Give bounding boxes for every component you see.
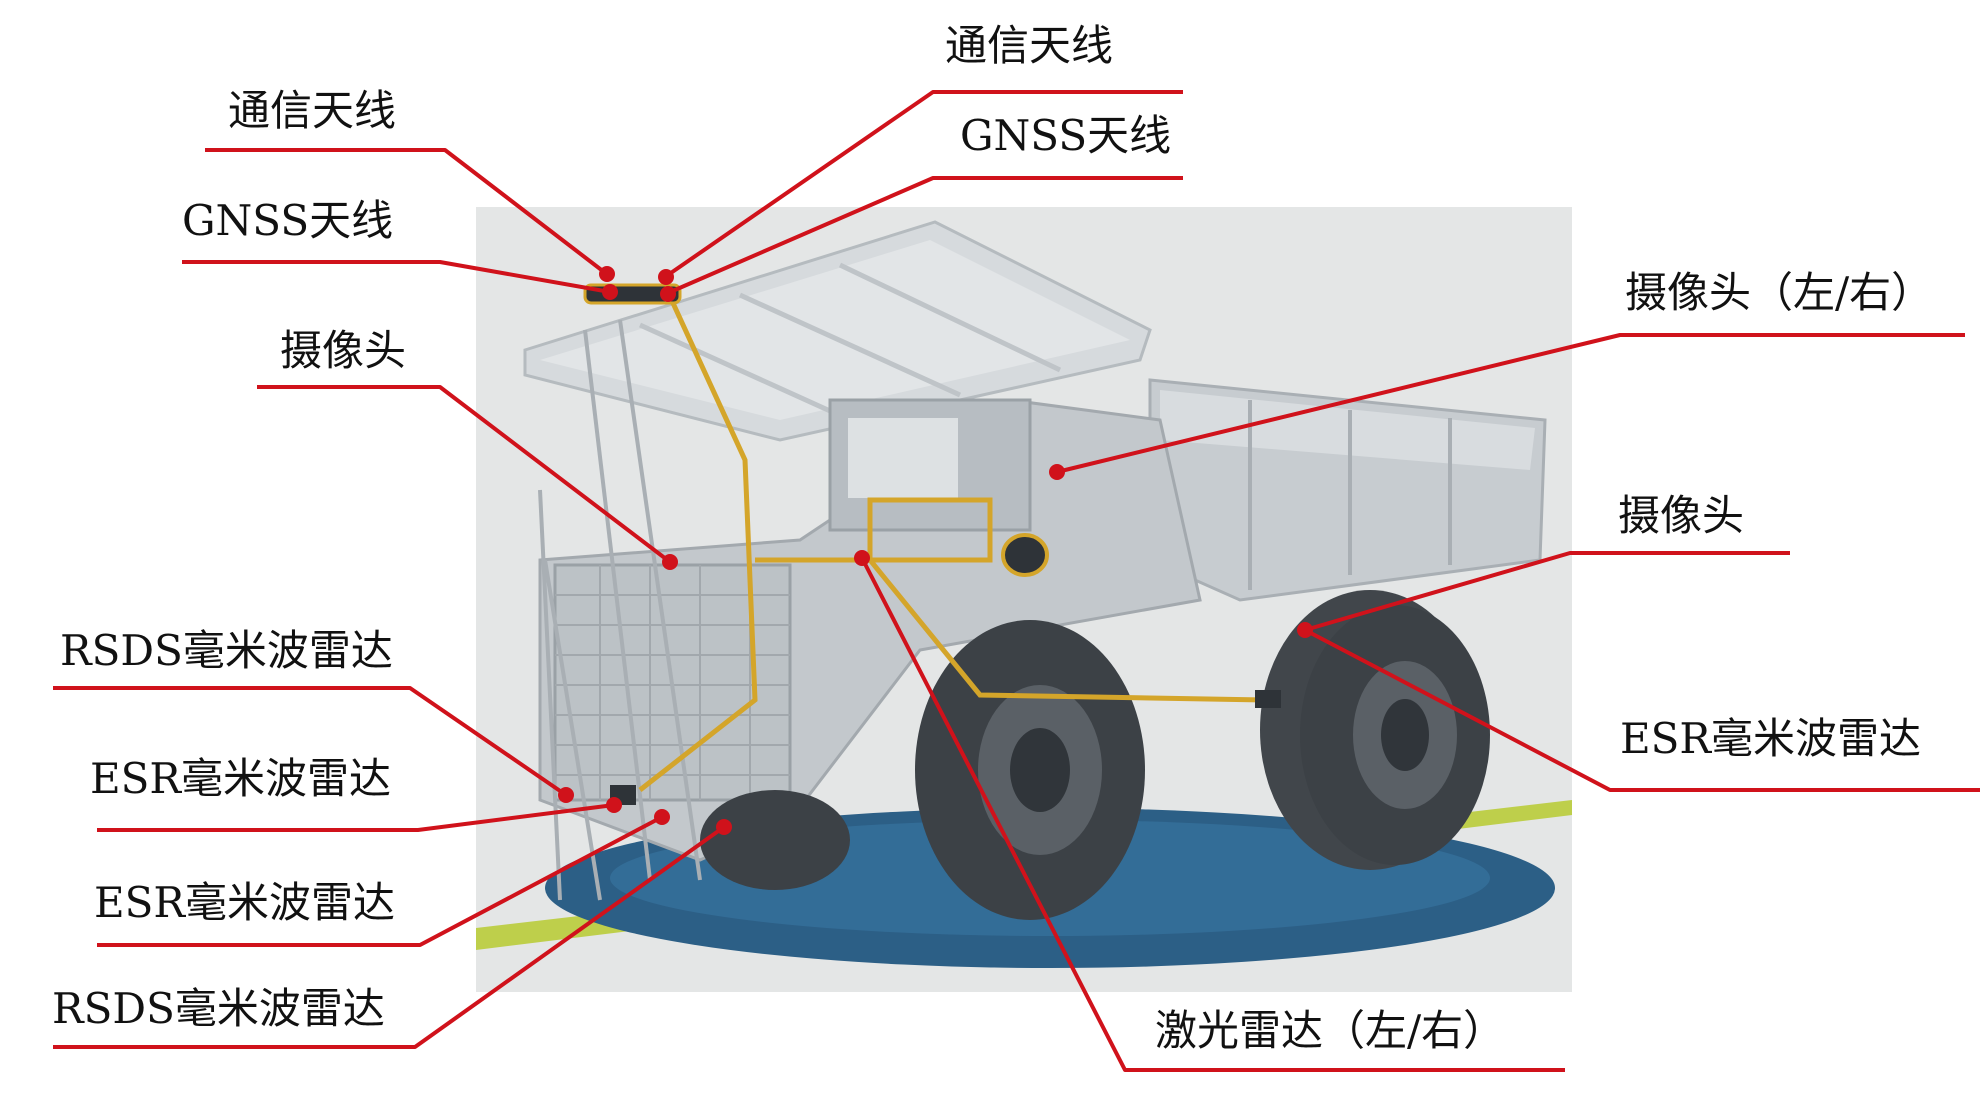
dot-gnss-antenna-left [602, 284, 618, 300]
label-rsds-radar-left-bottom: RSDS毫米波雷达 [52, 984, 385, 1033]
label-esr-radar-left-bottom: ESR毫米波雷达 [94, 878, 396, 927]
label-lidar-left-right: 激光雷达（左/右） [1155, 1006, 1506, 1055]
dot-rsds-left-top [558, 787, 574, 803]
label-gnss-antenna-right: GNSS天线 [960, 111, 1172, 160]
label-camera-right: 摄像头 [1618, 491, 1745, 540]
leader-esr-left-top [97, 803, 615, 832]
dot-rsds-left-bottom [716, 819, 732, 835]
dot-camera-left [662, 554, 678, 570]
label-camera-left: 摄像头 [280, 326, 407, 375]
leader-lidar-lr [860, 557, 1565, 1072]
leader-rsds-left-top [53, 686, 568, 797]
leader-gnss-antenna-right [667, 176, 1183, 295]
label-esr-radar-right: ESR毫米波雷达 [1620, 714, 1922, 763]
lidar-sensor [1001, 533, 1049, 577]
leader-comm-antenna-left [205, 148, 610, 277]
left-front-tire [700, 790, 850, 890]
leader-comm-antenna-right [663, 90, 1183, 279]
dot-gnss-antenna-right [660, 286, 676, 302]
wiring-harness [638, 288, 1266, 792]
label-comm-antenna-left: 通信天线 [228, 86, 397, 135]
label-gnss-antenna-left: GNSS天线 [182, 196, 394, 245]
label-comm-antenna-right: 通信天线 [945, 21, 1114, 70]
rear-tire [1260, 590, 1490, 870]
leader-camera-lr [1056, 333, 1965, 474]
label-rsds-radar-left-top: RSDS毫米波雷达 [60, 626, 393, 675]
leader-camera-right [1304, 551, 1790, 632]
leader-gnss-antenna-left [182, 260, 611, 294]
leader-rsds-left-bottom [53, 825, 726, 1049]
dot-comm-antenna-right [658, 269, 674, 285]
dot-lidar [854, 550, 870, 566]
leader-esr-left-bottom [97, 815, 663, 947]
leader-camera-left [257, 385, 672, 564]
leader-esr-right [1304, 628, 1980, 792]
dot-camera-right [1297, 622, 1313, 638]
dot-comm-antenna-left [599, 266, 615, 282]
dot-esr-left-bottom [654, 809, 670, 825]
dot-esr-left-top [606, 797, 622, 813]
label-camera-left-right: 摄像头（左/右） [1625, 268, 1934, 317]
label-esr-radar-left-top: ESR毫米波雷达 [90, 754, 392, 803]
dot-camera-lr [1049, 464, 1065, 480]
